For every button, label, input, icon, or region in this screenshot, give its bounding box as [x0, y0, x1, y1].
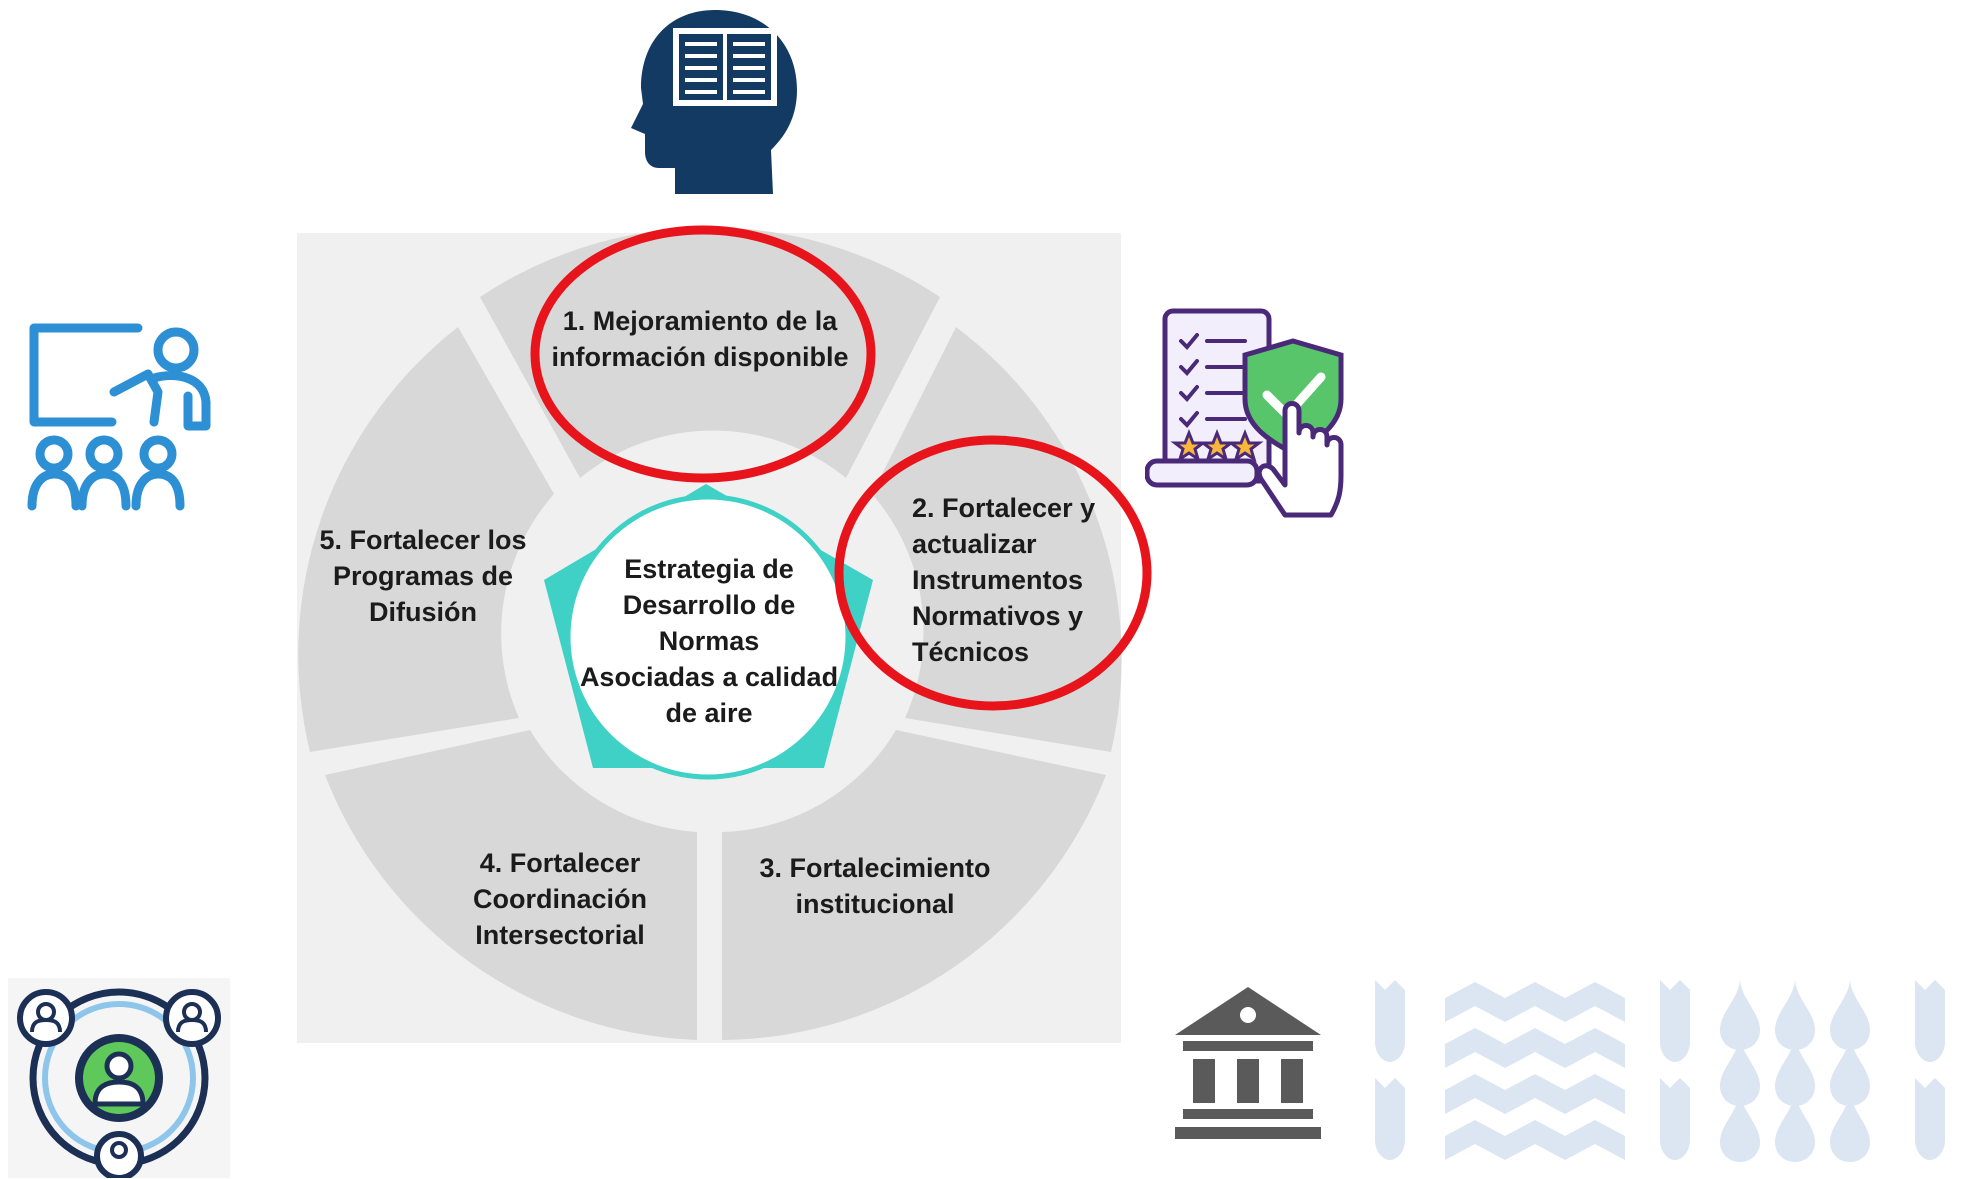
- segment-2-line: Instrumentos: [912, 565, 1084, 595]
- center-line: Estrategia de: [624, 554, 794, 584]
- network-people-icon: [8, 978, 230, 1178]
- segment-4-line: 4. Fortalecer: [479, 848, 641, 878]
- segment-4-line: Intersectorial: [475, 920, 645, 950]
- segment-3-shape: [722, 730, 1106, 1040]
- center-line: Asociadas a calidad: [579, 662, 839, 692]
- segment-3-line: 3. Fortalecimiento: [759, 853, 991, 883]
- segment-4-label: 4. Fortalecer Coordinación Intersectoria…: [455, 845, 665, 953]
- checklist-shield-icon: [1145, 308, 1344, 518]
- highlight-ellipse-1: [530, 225, 876, 483]
- institution-building-icon: [1175, 987, 1321, 1139]
- segment-5-line: Programas de: [332, 561, 514, 591]
- center-circle: [565, 494, 851, 780]
- segment-1-line: 1. Mejoramiento de la: [562, 306, 838, 336]
- segment-5-line: 5. Fortalecer los: [319, 525, 527, 555]
- segment-3-label: 3. Fortalecimiento institucional: [745, 850, 1005, 922]
- wave-drop-pattern-logo: [1375, 978, 1945, 1162]
- segment-1-label: 1. Mejoramiento de la información dispon…: [540, 303, 860, 375]
- segment-2-line: Normativos y: [912, 601, 1084, 631]
- segment-1-shape: [480, 227, 940, 478]
- segment-2-line: 2. Fortalecer y: [912, 493, 1096, 523]
- ring-segments: [298, 227, 1122, 1040]
- center-line: de aire: [665, 698, 753, 728]
- head-book-icon: [631, 10, 797, 194]
- teacher-presentation-icon: [27, 323, 211, 511]
- segment-2-line: actualizar: [912, 529, 1037, 559]
- segment-4-line: Coordinación: [473, 884, 647, 914]
- segment-4-shape: [325, 730, 697, 1040]
- segment-3-line: institucional: [795, 889, 955, 919]
- segment-2-label: 2. Fortalecer y actualizar Instrumentos …: [912, 490, 1112, 670]
- segment-2-line: Técnicos: [912, 637, 1030, 667]
- segment-5-label: 5. Fortalecer los Programas de Difusión: [312, 522, 534, 630]
- segment-5-line: Difusión: [369, 597, 477, 627]
- segment-2-shape: [872, 327, 1122, 752]
- segment-5-shape: [298, 327, 554, 752]
- highlight-ellipse-2: [834, 435, 1152, 711]
- center-label: Estrategia de Desarrollo de Normas Asoci…: [571, 551, 847, 731]
- center-line: Desarrollo de: [622, 590, 796, 620]
- center-line: Normas: [658, 626, 760, 656]
- segment-1-line: información disponible: [551, 342, 849, 372]
